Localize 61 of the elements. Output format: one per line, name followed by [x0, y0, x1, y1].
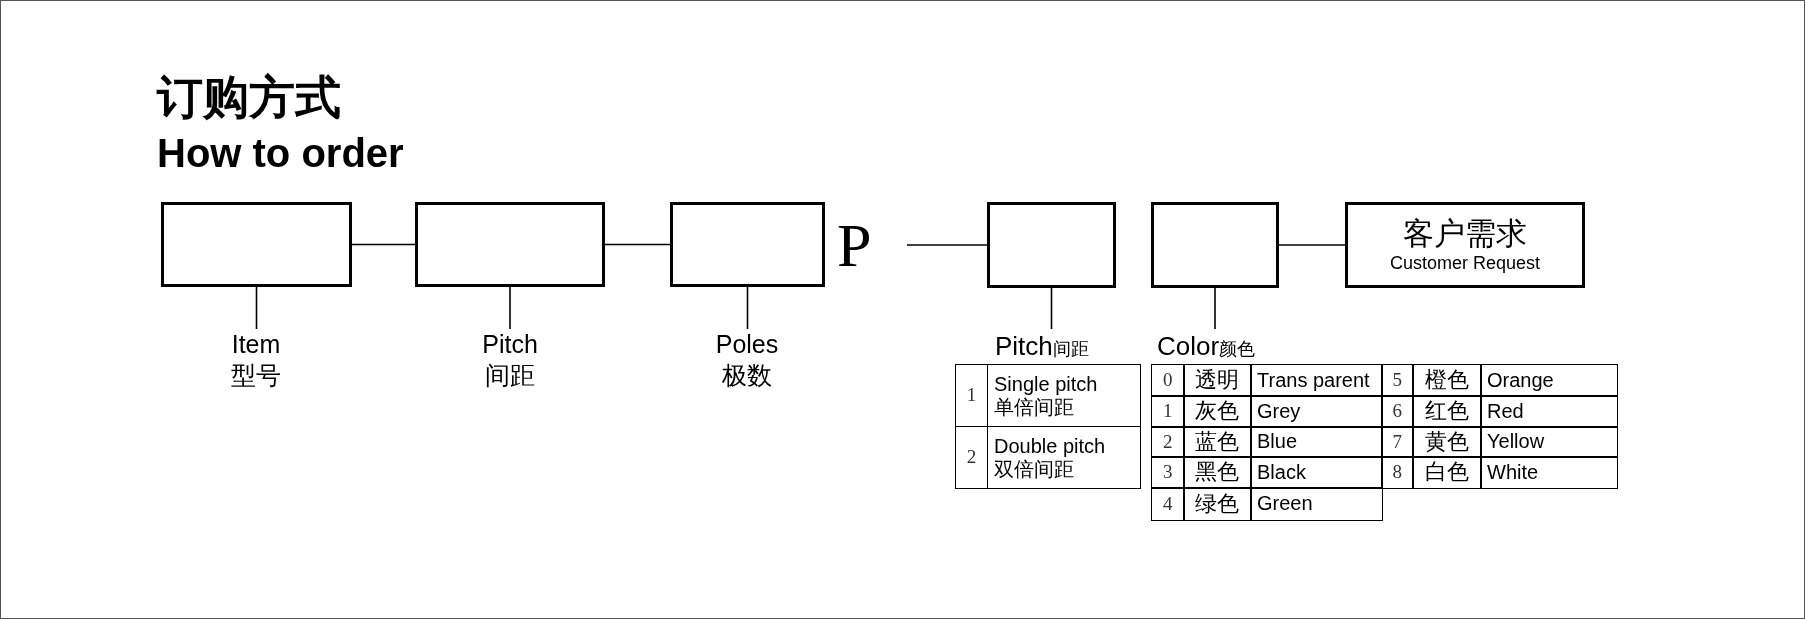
leader-line [509, 286, 511, 330]
empty-box [415, 202, 605, 287]
table-cell: 黄色 [1412, 426, 1482, 458]
customer-request-box [1345, 202, 1585, 288]
title: 订购方式 [157, 70, 341, 125]
box-subheading: Customer Request [1389, 252, 1541, 274]
field-label: 型号 [231, 360, 281, 391]
number-cell: 1 [955, 364, 988, 427]
leader-line [255, 286, 258, 330]
empty-box [161, 202, 352, 287]
table-subheading: 颜色 [1219, 339, 1256, 361]
empty-box [670, 202, 825, 287]
number-cell: 4 [1151, 487, 1185, 521]
table-heading: Pitch [994, 331, 1053, 361]
subtitle: How to order [157, 130, 404, 177]
leader-line [746, 286, 749, 330]
connector-line [351, 243, 416, 246]
code-letter: P [837, 214, 872, 276]
table-cell: 红色 [1412, 395, 1482, 428]
table-cell: Black [1250, 456, 1383, 489]
table-cell: Yellow [1480, 426, 1618, 458]
box-heading: 客户需求 [1403, 216, 1527, 252]
leader-line [1050, 287, 1053, 330]
table-cell: 透明 [1183, 364, 1252, 397]
table-cell: White [1480, 456, 1618, 489]
field-label: 间距 [485, 360, 535, 391]
table-cell: Grey [1250, 395, 1383, 428]
number-cell: 0 [1151, 364, 1185, 397]
table-cell: 白色 [1412, 456, 1482, 489]
number-cell: 6 [1381, 395, 1414, 428]
table-cell: Orange [1480, 364, 1618, 397]
table-heading: Color [1156, 331, 1220, 361]
table-cell: 橙色 [1412, 364, 1482, 397]
number-cell: 2 [955, 426, 988, 489]
number-cell: 3 [1151, 456, 1185, 489]
table-cell: 灰色 [1183, 395, 1252, 428]
empty-box [987, 202, 1116, 288]
table-subheading: 间距 [1052, 338, 1089, 361]
number-cell: 7 [1381, 426, 1414, 458]
field-label: Item [231, 329, 281, 360]
number-cell: 1 [1151, 395, 1185, 428]
table-cell: Blue [1250, 426, 1383, 458]
number-cell: 2 [1151, 426, 1185, 458]
number-cell: 8 [1381, 456, 1414, 489]
connector-line [906, 244, 988, 246]
connector-line [1278, 244, 1346, 246]
connector-line [604, 243, 671, 246]
table-cell: Trans parent [1250, 364, 1383, 397]
field-label: 极数 [722, 360, 772, 391]
table-cell: Single pitch 单倍间距 [987, 364, 1141, 427]
leader-line [1214, 287, 1216, 330]
table-cell: Red [1480, 395, 1618, 428]
table-cell: 绿色 [1183, 487, 1252, 521]
field-label: Poles [715, 329, 779, 360]
number-cell: 5 [1381, 364, 1414, 397]
empty-box [1151, 202, 1279, 288]
table-cell: 蓝色 [1183, 426, 1252, 458]
field-label: Pitch [482, 329, 538, 360]
table-cell: 黑色 [1183, 456, 1252, 489]
table-cell: Green [1250, 487, 1383, 521]
table-cell: Double pitch 双倍间距 [987, 426, 1141, 489]
